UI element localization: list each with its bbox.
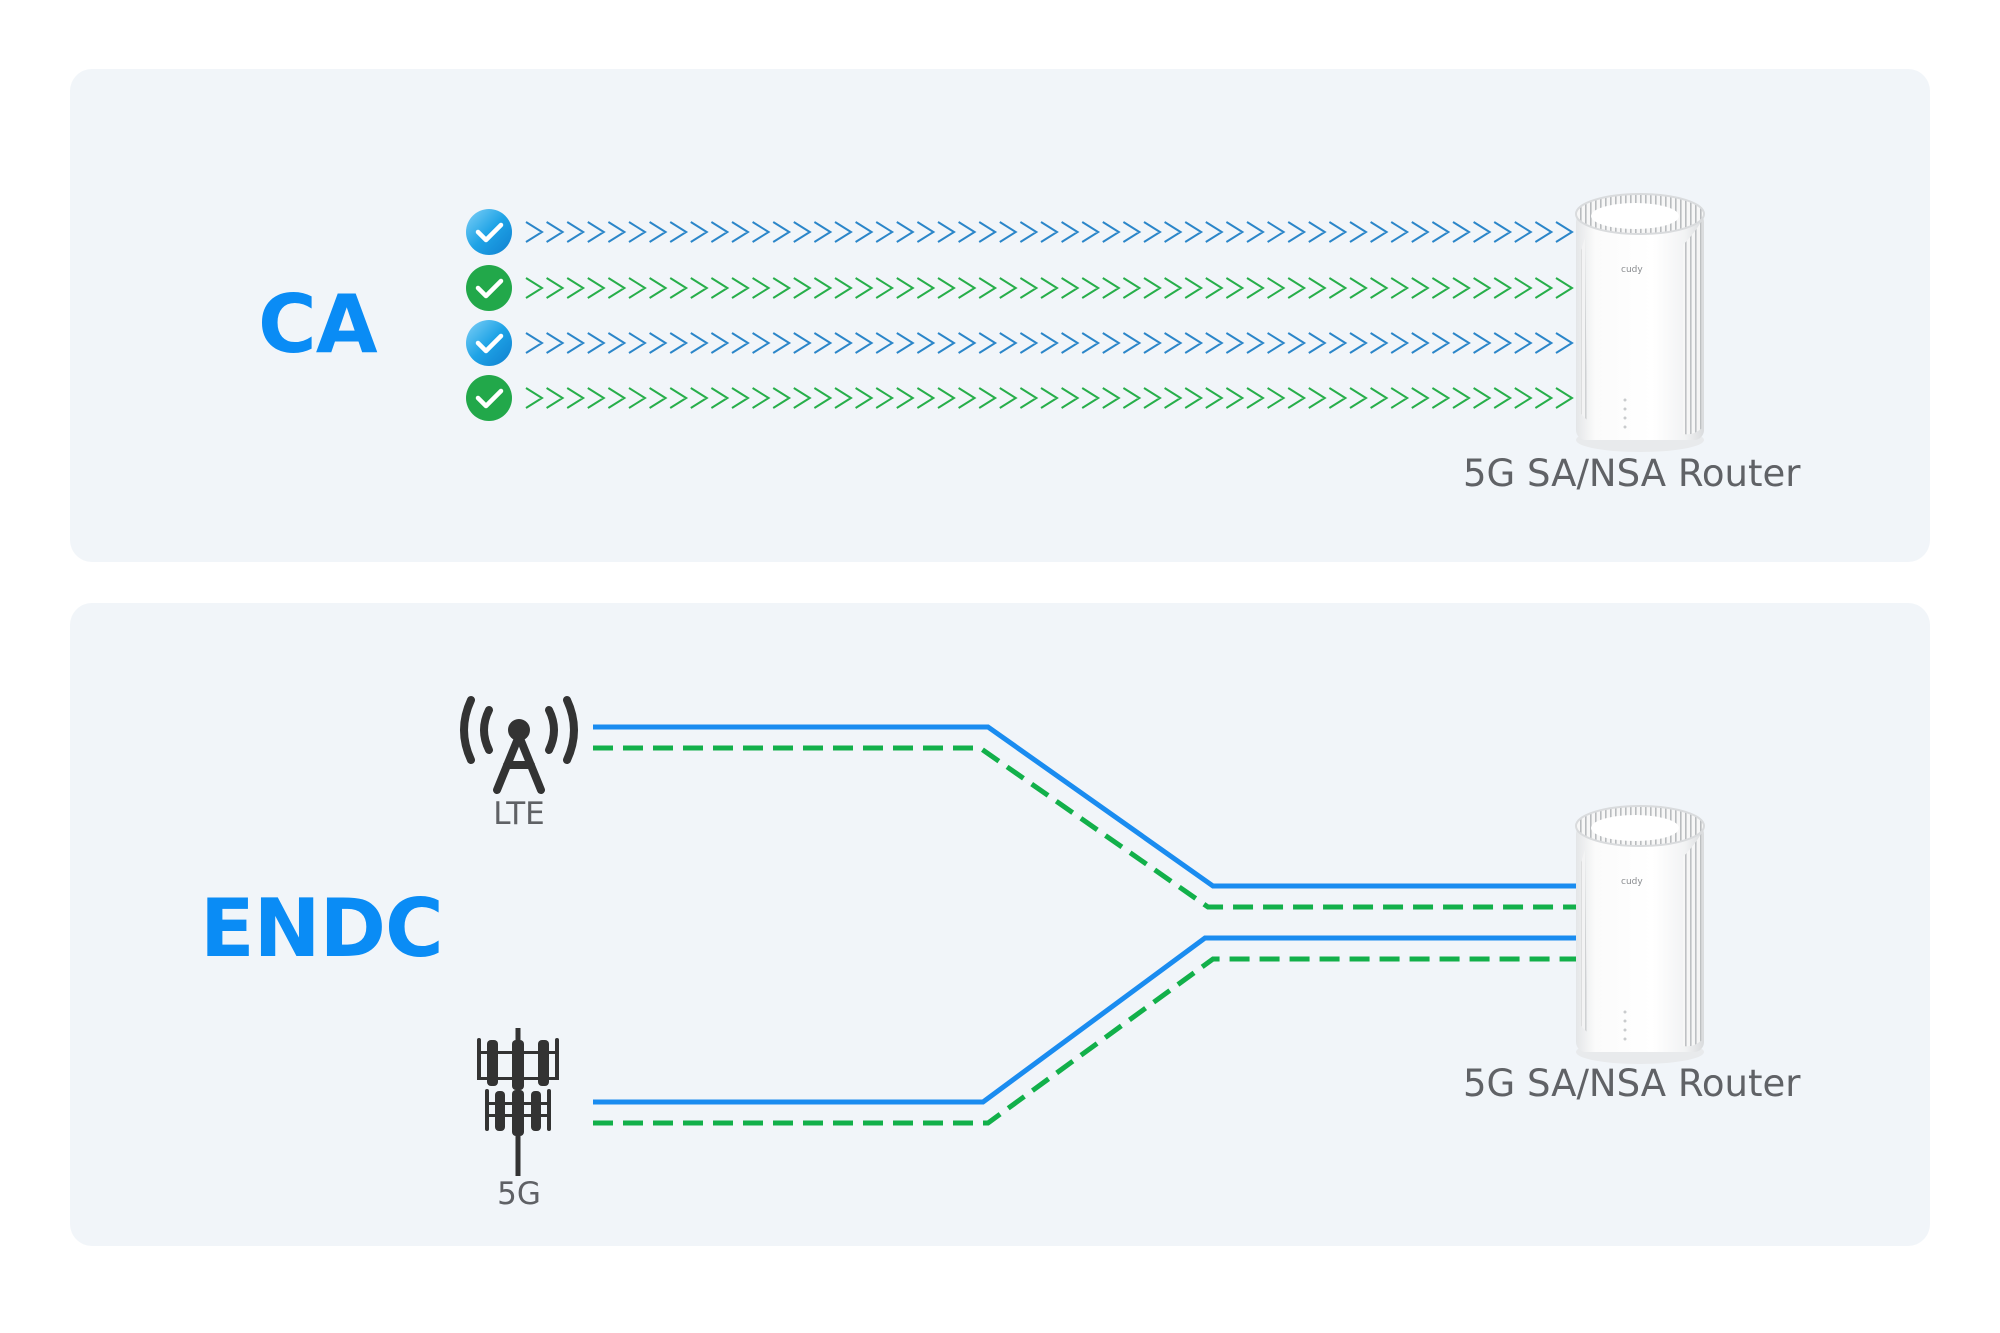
router-brand: cudy [1621,265,1643,275]
g5-green-dashed-path [593,956,1578,1126]
check-circle-icon [466,209,512,255]
carrier-row [466,320,1574,366]
lte-green-dashed-path [593,745,1578,910]
checkmark-icon [475,333,504,354]
ca-router-image: cudy [1575,193,1705,453]
chevron-arrows [525,277,1574,299]
endc-router-label: 5G SA/NSA Router [1463,1062,1801,1105]
chevron-arrows [525,387,1574,409]
checkmark-icon [475,388,504,409]
antenna-array-icon [477,1028,559,1176]
g5-blue-path [593,935,1578,1105]
chevron-arrows [525,221,1574,243]
chevron-arrows [525,332,1574,354]
router-brand: cudy [1621,877,1643,887]
carrier-row [466,375,1574,421]
checkmark-icon [475,222,504,243]
g5-label: 5G [497,1176,541,1212]
check-circle-icon [466,265,512,311]
checkmark-icon [475,278,504,299]
check-circle-icon [466,320,512,366]
ca-title: CA [258,278,378,371]
lte-blue-path [593,724,1578,889]
endc-title: ENDC [200,882,444,975]
endc-router-image: cudy [1575,805,1705,1065]
ca-router-label: 5G SA/NSA Router [1463,452,1801,495]
check-circle-icon [466,375,512,421]
cell-tower-icon [460,696,578,794]
carrier-row [466,209,1574,255]
lte-label: LTE [493,796,545,832]
carrier-row [466,265,1574,311]
